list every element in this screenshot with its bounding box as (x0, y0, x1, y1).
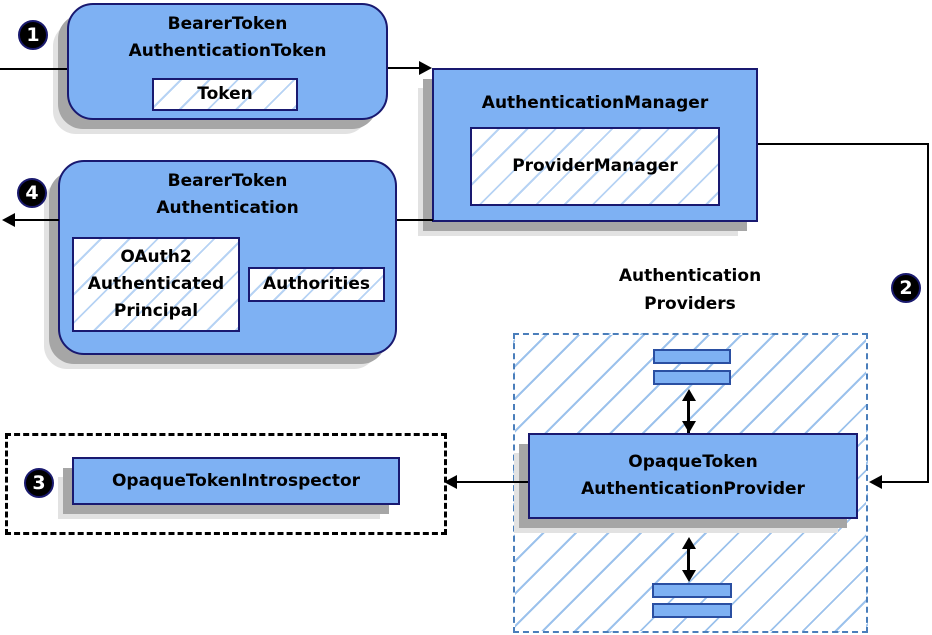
bearer-token-authentication-token-title: BearerToken AuthenticationToken (69, 11, 386, 65)
node-title-line2: AuthenticationToken (128, 41, 327, 61)
opaque-token-introspector-node: OpaqueTokenIntrospector (72, 457, 400, 505)
opaque-token-authentication-provider-node: OpaqueToken AuthenticationProvider (528, 433, 858, 519)
authentication-providers-label-line2: Providers (644, 294, 736, 314)
connector-step2-vertical (927, 143, 929, 483)
provider-title-line1: OpaqueToken (628, 452, 758, 472)
token-chip-label: Token (197, 84, 253, 104)
double-arrow-up-icon (682, 389, 696, 401)
authentication-providers-label: Authentication Providers (590, 262, 790, 318)
double-arrow-up-icon (682, 537, 696, 549)
principal-chip-line1: OAuth2 (120, 247, 192, 267)
connector-token-to-manager (388, 67, 419, 69)
authorities-chip-label: Authorities (263, 274, 370, 294)
provider-stack-bar (652, 603, 732, 618)
provider-stack-bar (652, 583, 732, 598)
arrowhead-left-icon (869, 475, 882, 489)
double-arrow-shaft (687, 547, 690, 573)
step-4-number: 4 (25, 182, 39, 204)
introspector-boundary: 3 OpaqueTokenIntrospector (5, 433, 447, 535)
connector-step1-in (0, 68, 67, 70)
bearer-token-authentication-node: BearerToken Authentication OAuth2 Authen… (58, 160, 397, 355)
token-chip: Token (152, 78, 298, 111)
provider-manager-chip-label: ProviderManager (512, 156, 678, 176)
connector-provider-to-introspector (457, 481, 528, 483)
principal-chip-line2: Authenticated (87, 274, 225, 294)
node-title: AuthenticationManager (481, 93, 709, 113)
bearer-token-authentication-title: BearerToken Authentication (60, 168, 395, 222)
double-arrow-down-icon (682, 421, 696, 433)
authentication-providers-container: OpaqueToken AuthenticationProvider (513, 333, 868, 633)
bearer-token-authentication-token-node: BearerToken AuthenticationToken Token (67, 3, 388, 120)
connector-step2-into-provider (881, 481, 928, 483)
provider-title-line2: AuthenticationProvider (581, 479, 805, 499)
step-2-number: 2 (899, 277, 913, 299)
node-title-line1: BearerToken (167, 14, 288, 34)
step-3-number: 3 (32, 472, 46, 494)
authorities-chip: Authorities (248, 267, 385, 302)
step-1-number: 1 (26, 24, 40, 46)
step-1-badge: 1 (18, 20, 48, 50)
arrowhead-left-icon (2, 213, 15, 227)
oauth2-authenticated-principal-chip: OAuth2 Authenticated Principal (72, 237, 240, 332)
arrowhead-left-icon (444, 475, 457, 489)
provider-manager-chip: ProviderManager (470, 127, 720, 206)
opaque-token-introspector-title: OpaqueTokenIntrospector (111, 470, 361, 491)
authentication-providers-label-line1: Authentication (618, 266, 762, 286)
provider-stack-bar (653, 370, 731, 385)
connector-step4-out (14, 219, 59, 221)
node-title-line1: BearerToken (167, 171, 288, 191)
step-4-badge: 4 (17, 178, 47, 208)
arrowhead-right-icon (419, 61, 432, 75)
connector-step2-horizontal (758, 143, 929, 145)
connector-manager-to-authentication (397, 219, 433, 221)
double-arrow-down-icon (682, 570, 696, 582)
step-3-badge: 3 (24, 468, 54, 498)
authentication-manager-title: AuthenticationManager (434, 90, 756, 117)
provider-stack-bar (653, 349, 731, 364)
principal-chip-line3: Principal (113, 301, 199, 321)
step-2-badge: 2 (891, 273, 921, 303)
node-title-line2: Authentication (156, 198, 299, 218)
authentication-manager-node: AuthenticationManager ProviderManager (432, 68, 758, 222)
double-arrow-shaft (687, 399, 690, 433)
